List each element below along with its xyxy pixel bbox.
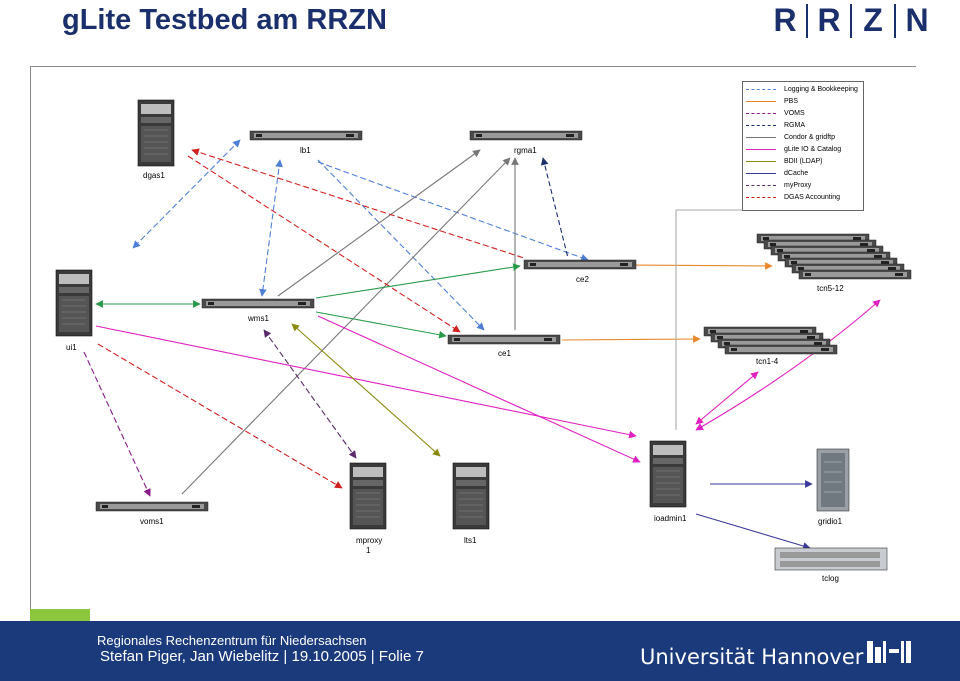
label-wms1: wms1 bbox=[247, 314, 269, 323]
link-ui1-voms1 bbox=[83, 351, 151, 497]
link-dgas1-ce2 bbox=[191, 148, 525, 259]
link-ioadmin1-tcn5-12 bbox=[695, 299, 881, 431]
legend-label: gLite IO & Catalog bbox=[784, 146, 842, 153]
university-logo-icon bbox=[867, 641, 911, 663]
frame-left-border bbox=[30, 66, 31, 618]
legend-row: Condor & gridftp bbox=[743, 132, 863, 144]
server-lts1-icon bbox=[452, 462, 490, 530]
link-rgma1-ce2 bbox=[540, 157, 569, 259]
legend-label: Condor & gridftp bbox=[784, 134, 835, 141]
legend-line bbox=[746, 197, 776, 198]
legend-line bbox=[746, 89, 776, 90]
legend-label: DGAS Accounting bbox=[784, 194, 841, 201]
label-tcn5-12: tcn5-12 bbox=[817, 284, 844, 293]
server-tclog-icon bbox=[774, 547, 888, 571]
legend-label: dCache bbox=[784, 170, 809, 177]
legend-row: RGMA bbox=[743, 120, 863, 132]
legend-row: VOMS bbox=[743, 108, 863, 120]
server-ioadmin1-icon bbox=[649, 440, 687, 508]
link-ioadmin1-tclog bbox=[695, 513, 811, 550]
link-ui1-mproxy1 bbox=[97, 343, 343, 489]
link-wms1-mproxy1 bbox=[263, 329, 357, 459]
legend-line bbox=[746, 149, 776, 150]
legend-label: VOMS bbox=[784, 110, 805, 117]
legend-label: myProxy bbox=[784, 182, 812, 189]
label-tcn1-4: tcn1-4 bbox=[756, 357, 779, 366]
legend-row: DGAS Accounting bbox=[743, 192, 863, 204]
label-lb1: lb1 bbox=[300, 146, 311, 155]
legend-row: dCache bbox=[743, 168, 863, 180]
cluster-tcn5-12-icon bbox=[756, 233, 912, 280]
legend-label: BDII (LDAP) bbox=[784, 158, 823, 165]
link-lb1-ce2 bbox=[317, 161, 589, 262]
label-gridio1: gridio1 bbox=[818, 517, 843, 526]
server-gridio1-icon bbox=[816, 448, 850, 512]
page-title: gLite Testbed am RRZN bbox=[62, 4, 387, 36]
server-lb1-icon bbox=[249, 130, 363, 141]
link-wms1-ce2 bbox=[315, 263, 521, 299]
label-rgma1: rgma1 bbox=[514, 146, 537, 155]
legend-row: PBS bbox=[743, 96, 863, 108]
legend-line bbox=[746, 101, 776, 102]
logo-letter: R bbox=[773, 2, 797, 38]
legend-line bbox=[746, 137, 776, 138]
label-mproxy1-line2: 1 bbox=[366, 546, 371, 555]
legend-line bbox=[746, 113, 776, 114]
label-ioadmin1: ioadmin1 bbox=[654, 514, 687, 523]
label-ce2: ce2 bbox=[576, 275, 589, 284]
label-ce1: ce1 bbox=[498, 349, 511, 358]
label-lts1: lts1 bbox=[464, 536, 477, 545]
link-wms1-lts1 bbox=[291, 323, 441, 457]
link-ce1-tcn1-4 bbox=[561, 335, 701, 343]
legend-label: PBS bbox=[784, 98, 799, 105]
network-diagram: dgas1 lb1 rgma1 ce2 tcn5-12 ui1 wms1 ce1… bbox=[55, 99, 912, 583]
logo-divider bbox=[850, 3, 852, 38]
server-voms1-icon bbox=[95, 501, 209, 512]
footer-authors: Stefan Piger, Jan Wiebelitz | 19.10.2005… bbox=[100, 648, 424, 665]
legend-box: Logging & Bookkeeping PBS VOMS RGMA Cond… bbox=[742, 81, 864, 211]
footer: Regionales Rechenzentrum für Niedersachs… bbox=[0, 621, 960, 681]
label-tclog: tclog bbox=[822, 574, 839, 583]
link-dgas1-lb1 bbox=[132, 139, 241, 249]
label-ui1: ui1 bbox=[66, 343, 77, 352]
server-rgma1-icon bbox=[469, 130, 583, 141]
logo-divider bbox=[806, 3, 808, 38]
legend-line bbox=[746, 161, 776, 162]
server-dgas1-icon bbox=[137, 99, 175, 167]
link-ioadmin1-tcn1-4 bbox=[695, 371, 759, 425]
legend-row: Logging & Bookkeeping bbox=[743, 84, 863, 96]
link-lb1-ce1 bbox=[317, 159, 485, 331]
logo-divider bbox=[894, 3, 896, 38]
server-ce1-icon bbox=[447, 334, 561, 345]
legend-line bbox=[746, 173, 776, 174]
label-voms1: voms1 bbox=[140, 517, 164, 526]
frame-top-border bbox=[30, 66, 916, 67]
rrzn-logo: R R Z N bbox=[770, 2, 932, 39]
legend-label: RGMA bbox=[784, 122, 805, 129]
footer-accent-bar bbox=[30, 609, 90, 621]
link-lb1-wms1 bbox=[259, 159, 283, 297]
legend-label: Logging & Bookkeeping bbox=[784, 86, 858, 93]
label-dgas1: dgas1 bbox=[143, 171, 165, 180]
server-ce2-icon bbox=[523, 259, 637, 270]
link-ce2-tcn5-12 bbox=[624, 262, 773, 270]
legend-row: BDII (LDAP) bbox=[743, 156, 863, 168]
logo-letter: Z bbox=[863, 2, 883, 38]
legend-line bbox=[746, 185, 776, 186]
logo-letter: N bbox=[905, 2, 929, 38]
link-rgma1-lb1 bbox=[277, 149, 481, 297]
logo-letter: R bbox=[817, 2, 841, 38]
legend-line bbox=[746, 125, 776, 126]
server-wms1-icon bbox=[201, 298, 315, 309]
server-ui1-icon bbox=[55, 269, 93, 337]
footer-institute: Regionales Rechenzentrum für Niedersachs… bbox=[97, 633, 367, 648]
cluster-tcn1-4-icon bbox=[703, 326, 838, 355]
server-mproxy1-icon bbox=[349, 462, 387, 530]
legend-row: gLite IO & Catalog bbox=[743, 144, 863, 156]
footer-university: Universität Hannover bbox=[640, 645, 864, 669]
label-mproxy1-line1: mproxy bbox=[356, 536, 382, 545]
legend-row: myProxy bbox=[743, 180, 863, 192]
